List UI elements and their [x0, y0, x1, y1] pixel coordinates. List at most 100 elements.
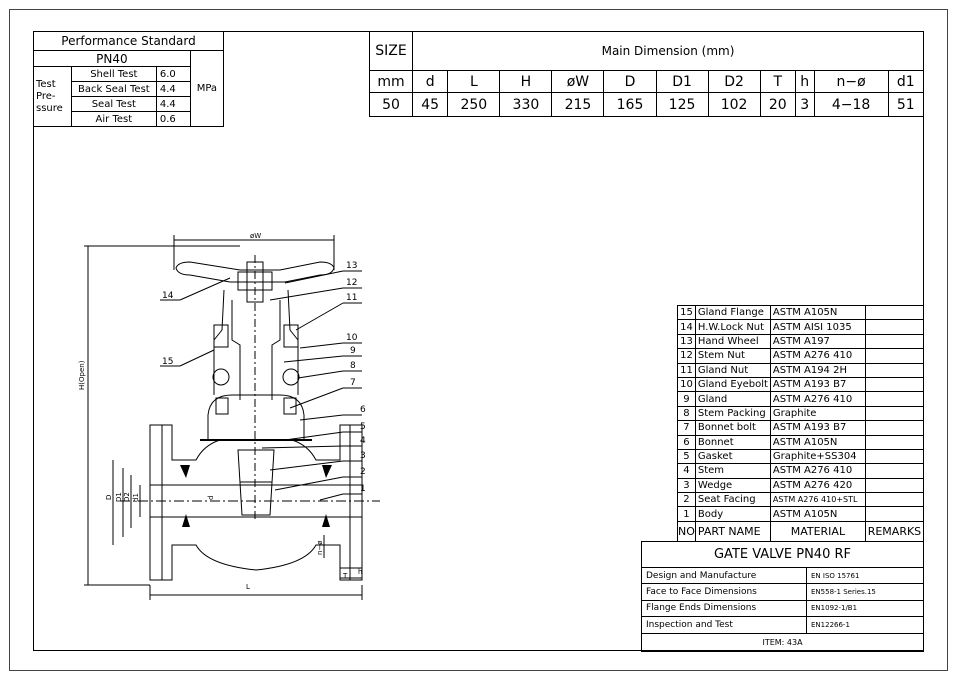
dim-header: øW: [551, 70, 605, 93]
dim-value: 45: [411, 92, 449, 117]
bom-part: Wedge: [694, 477, 771, 494]
bom-remarks: [864, 376, 925, 393]
bom-no: 5: [677, 448, 696, 465]
l-dimension-label: L: [246, 583, 250, 591]
bom-remarks: [864, 333, 925, 350]
callout-number: 2: [360, 467, 366, 477]
bom-part: Bonnet bolt: [694, 420, 771, 436]
bom-part: Gland Flange: [694, 304, 771, 321]
bom-part: Bonnet: [694, 434, 771, 450]
title-block: GATE VALVE PN40 RF Design and Manufactur…: [641, 541, 924, 652]
d1-label: D1: [115, 492, 123, 502]
bom-remarks: [864, 319, 925, 335]
bom-part: H.W.Lock Nut: [694, 319, 771, 335]
bom-header-part: PART NAME: [694, 520, 771, 542]
callout-number: 3: [360, 451, 366, 461]
bom-no: 7: [677, 420, 696, 436]
bom-no: 1: [677, 506, 696, 522]
dim-value: 51: [887, 92, 925, 117]
bom-material: ASTM A276 410: [769, 391, 866, 407]
dim-value: 125: [655, 92, 709, 117]
dim-value: 250: [447, 92, 501, 117]
callout-number: 1: [360, 484, 366, 494]
n-phi-label: n−ø: [316, 540, 324, 555]
bom-no: 9: [677, 391, 696, 407]
bom-header-material: MATERIAL: [769, 520, 866, 542]
bom-no: 2: [677, 492, 696, 508]
bom-part: Gland Nut: [694, 362, 771, 378]
outer-frame: [9, 9, 948, 671]
d-label: D: [105, 495, 113, 500]
bom-remarks: [864, 506, 925, 522]
bom-material: Graphite+SS304: [769, 448, 866, 465]
bom-header-remarks: REMARKS: [864, 520, 925, 542]
bom-material: ASTM A105N: [769, 434, 866, 450]
standard-value: EN ISO 15761: [806, 566, 924, 585]
dim-value: 4−18: [813, 92, 889, 117]
bom-part: Body: [694, 506, 771, 522]
callout-number: 6: [360, 405, 366, 415]
bom-material: ASTM A197: [769, 333, 866, 350]
w-dimension-label: øW: [250, 232, 261, 240]
callout-number: 15: [162, 357, 173, 367]
bom-no: 11: [677, 362, 696, 378]
bom-part: Seat Facing: [694, 492, 771, 508]
bom-material: ASTM A193 B7: [769, 376, 866, 393]
bom-no: 6: [677, 434, 696, 450]
t-dimension-label: T: [342, 572, 348, 580]
bom-remarks: [864, 304, 925, 321]
standard-label: Design and Manufacture: [641, 566, 807, 585]
bom-remarks: [864, 405, 925, 422]
dimension-title: Main Dimension (mm): [412, 31, 924, 71]
bom-part: Hand Wheel: [694, 333, 771, 350]
d2-label: D2: [123, 492, 131, 502]
standard-label: Face to Face Dimensions: [641, 583, 807, 601]
test-name: Air Test: [70, 111, 157, 127]
dim-value: 165: [603, 92, 657, 117]
bom-part: Gland Eyebolt: [694, 376, 771, 393]
bom-part: Gland: [694, 391, 771, 407]
standard-label: Flange Ends Dimensions: [641, 599, 807, 618]
bom-remarks: [864, 434, 925, 450]
performance-title: Performance Standard: [33, 31, 224, 51]
bom-remarks: [864, 448, 925, 465]
bom-material: ASTM AISI 1035: [769, 319, 866, 335]
bom-material: ASTM A193 B7: [769, 420, 866, 436]
bom-material: ASTM A276 410: [769, 348, 866, 364]
callout-number: 5: [360, 422, 366, 432]
bom-material: ASTM A276 410: [769, 463, 866, 479]
callout-number: 8: [350, 361, 356, 371]
bom-no: 10: [677, 376, 696, 393]
bom-no: 12: [677, 348, 696, 364]
bom-no: 8: [677, 405, 696, 422]
small-d-label: d: [207, 496, 215, 500]
bom-material: ASTM A194 2H: [769, 362, 866, 378]
h-dimension-label: H(Open): [78, 360, 86, 390]
bom-header-no: NO: [677, 520, 696, 542]
dim-value: 330: [499, 92, 553, 117]
bom-part: Stem Packing: [694, 405, 771, 422]
standard-value: EN1092-1/B1: [806, 599, 924, 618]
bom-remarks: [864, 492, 925, 508]
bom-remarks: [864, 463, 925, 479]
test-pressure-label: Test Pre- ssure: [33, 66, 72, 127]
bom-remarks: [864, 348, 925, 364]
bom-material: ASTM A105N: [769, 506, 866, 522]
bom-material: ASTM A276 410+STL: [769, 492, 866, 508]
bom-part: Gasket: [694, 448, 771, 465]
small-h-label: h: [358, 568, 362, 576]
pressure-unit: MPa: [189, 50, 225, 127]
bom-remarks: [864, 391, 925, 407]
dimension-table: SIZE Main Dimension (mm) mm d L H øW D D…: [369, 31, 925, 117]
bom-material: Graphite: [769, 405, 866, 422]
bom-no: 14: [677, 319, 696, 335]
bom-part: Stem Nut: [694, 348, 771, 364]
callout-number: 4: [360, 436, 366, 446]
bom-remarks: [864, 477, 925, 494]
bom-remarks: [864, 362, 925, 378]
standard-label: Inspection and Test: [641, 616, 807, 634]
test-value: 0.6: [155, 111, 191, 127]
